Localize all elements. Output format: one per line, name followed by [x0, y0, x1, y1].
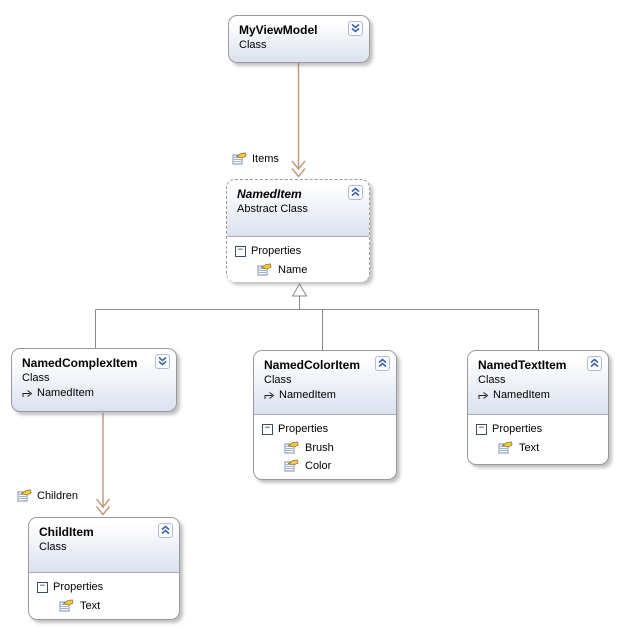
property-row[interactable]: Name — [227, 260, 369, 278]
association-arrowhead-icon — [95, 498, 111, 509]
collapse-expander-icon[interactable]: − — [37, 581, 48, 593]
association-arrowhead-icon — [95, 506, 111, 516]
class-header: NamedTextItem Class NamedItem — [468, 351, 608, 414]
property-row[interactable]: Brush — [254, 438, 396, 456]
association-arrowhead-icon — [291, 168, 306, 178]
collapse-expander-icon[interactable]: − — [476, 423, 487, 435]
chevron-double-down-icon[interactable] — [155, 354, 170, 369]
association-label-text: Items — [252, 152, 279, 165]
class-box-childitem[interactable]: ChildItem Class − Properties Text — [28, 517, 180, 620]
property-icon — [257, 263, 272, 276]
class-kind-label: Abstract Class — [237, 203, 308, 215]
inheritance-triangle-icon — [291, 283, 308, 297]
base-class-name: NamedItem — [279, 389, 336, 401]
class-title: NamedTextItem — [478, 358, 567, 372]
inheritance-connector[interactable] — [95, 283, 539, 350]
chevron-double-up-icon[interactable] — [348, 185, 363, 200]
property-name: Text — [80, 599, 101, 612]
class-box-myviewmodel[interactable]: MyViewModel Class — [228, 15, 370, 63]
property-name: Name — [278, 263, 308, 276]
property-icon — [284, 459, 299, 472]
property-row[interactable]: Text — [468, 438, 608, 456]
association-label-text: Children — [37, 489, 78, 502]
property-icon — [284, 441, 299, 454]
class-header: NamedComplexItem Class NamedItem — [12, 349, 176, 405]
class-header: NamedColorItem Class NamedItem — [254, 351, 396, 414]
property-name: Brush — [305, 441, 334, 454]
base-class-name: NamedItem — [37, 387, 94, 399]
inherits-arrow-icon — [478, 392, 489, 399]
inherits-arrow-icon — [22, 390, 33, 397]
compartment-header[interactable]: − Properties — [254, 419, 396, 438]
compartment-label: Properties — [53, 581, 104, 593]
inherits-arrow-icon — [264, 392, 275, 399]
class-title: ChildItem — [39, 525, 94, 539]
class-kind-label: Class — [478, 374, 506, 386]
class-kind-label: Class — [239, 39, 267, 51]
class-header: NamedItem Abstract Class — [227, 180, 369, 236]
property-row[interactable]: Text — [29, 596, 179, 614]
property-name: Color — [305, 459, 332, 472]
association-label-children[interactable]: Children — [17, 489, 78, 502]
class-kind-label: Class — [22, 372, 50, 384]
class-box-namedcomplexitem[interactable]: NamedComplexItem Class NamedItem — [11, 348, 177, 412]
class-kind-label: Class — [264, 374, 292, 386]
compartment-label: Properties — [492, 423, 543, 435]
class-box-namedcoloritem[interactable]: NamedColorItem Class NamedItem − Propert… — [253, 350, 397, 480]
collapse-expander-icon[interactable]: − — [262, 423, 273, 435]
property-row[interactable]: Color — [254, 456, 396, 474]
class-title: NamedColorItem — [264, 358, 361, 372]
property-icon — [59, 599, 74, 612]
property-icon — [232, 152, 247, 165]
class-header: ChildItem Class — [29, 518, 179, 572]
property-name: Text — [519, 441, 540, 454]
class-header: MyViewModel Class — [229, 16, 369, 57]
association-children-connector[interactable] — [95, 413, 111, 516]
chevron-double-up-icon[interactable] — [375, 356, 390, 371]
class-kind-label: Class — [39, 541, 67, 553]
compartment-header[interactable]: − Properties — [468, 419, 608, 438]
chevron-double-up-icon[interactable] — [587, 356, 602, 371]
compartment-label: Properties — [278, 423, 329, 435]
class-title: NamedItem — [237, 187, 302, 201]
chevron-double-down-icon[interactable] — [348, 21, 363, 36]
class-box-nameditem[interactable]: NamedItem Abstract Class − Properties Na… — [226, 179, 370, 282]
association-label-items[interactable]: Items — [232, 152, 279, 165]
collapse-expander-icon[interactable]: − — [235, 245, 246, 257]
property-icon — [17, 489, 32, 502]
properties-compartment: − Properties Brush Color — [254, 414, 396, 478]
association-items-connector[interactable] — [291, 63, 306, 178]
properties-compartment: − Properties Text — [468, 414, 608, 460]
chevron-double-up-icon[interactable] — [158, 523, 173, 538]
compartment-header[interactable]: − Properties — [227, 241, 369, 260]
properties-compartment: − Properties Name — [227, 236, 369, 282]
properties-compartment: − Properties Text — [29, 572, 179, 618]
class-title: NamedComplexItem — [22, 356, 138, 370]
compartment-label: Properties — [251, 245, 302, 257]
base-class-name: NamedItem — [493, 389, 550, 401]
property-icon — [498, 441, 513, 454]
association-arrowhead-icon — [291, 160, 306, 171]
class-title: MyViewModel — [239, 23, 318, 37]
class-box-namedtextitem[interactable]: NamedTextItem Class NamedItem − Properti… — [467, 350, 609, 465]
compartment-header[interactable]: − Properties — [29, 577, 179, 596]
